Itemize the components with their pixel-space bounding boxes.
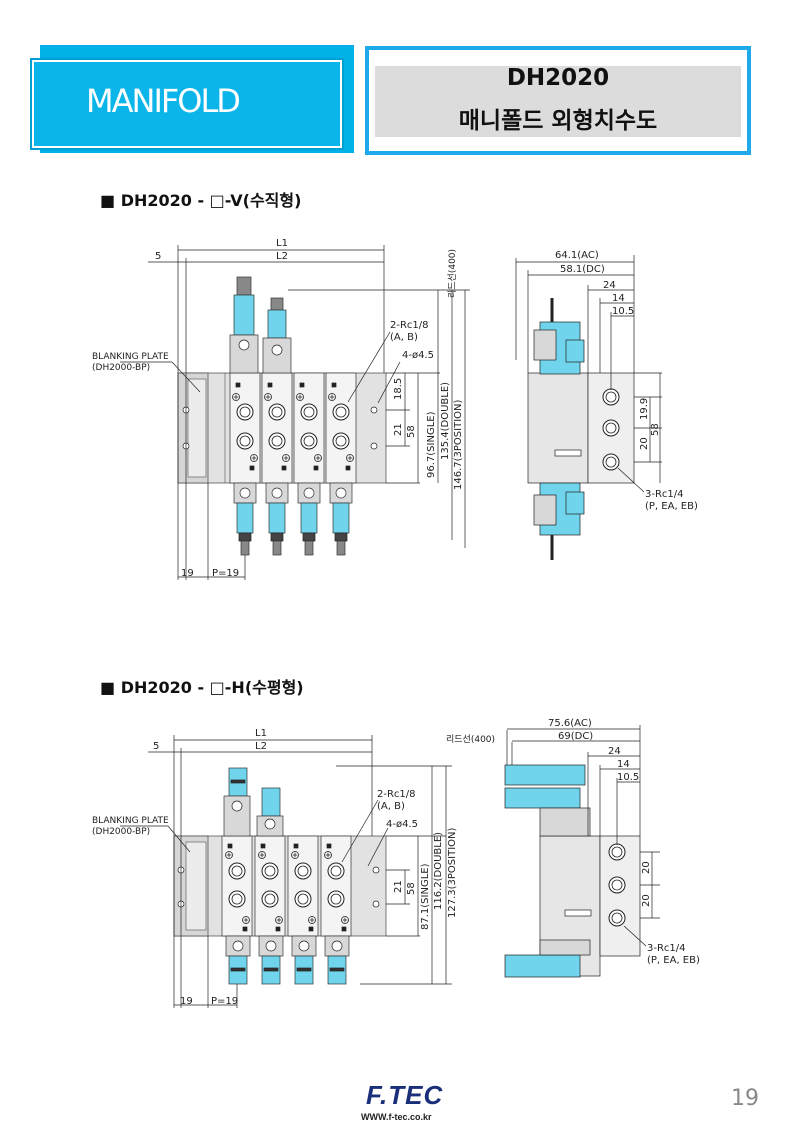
dim-24: 24 [608,746,621,757]
dim-dc: 58.1(DC) [560,264,605,275]
lead-wire-label: 리드선(400) [446,734,495,745]
dim-18-5: 18.5 [393,378,404,400]
blanking-label: BLANKING PLATE [92,352,169,362]
port-label-sub: (A, B) [390,332,418,343]
section-heading-vertical: ■ DH2020 - □-V(수직형) [100,191,302,210]
dim-20-b: 20 [641,894,652,907]
section-heading-horizontal: ■ DH2020 - □-H(수평형) [100,678,304,697]
horizontal-side-labels: 리드선(400) 75.6(AC) 69(DC) 24 14 10.5 20 2… [446,718,700,966]
dim-58: 58 [406,425,417,438]
dim-21: 21 [393,423,404,436]
blanking-code: (DH2000-BP) [92,363,150,373]
dim-20-a: 20 [641,861,652,874]
model-code: DH2020 [506,65,610,91]
vertical-front-view [120,245,470,580]
page-title: 매니폴드 외형치수도 [458,108,658,134]
dim-19: 19 [181,568,194,579]
dim-pitch: P=19 [212,568,239,579]
side-port-sub: (P, EA, EB) [645,501,698,512]
dim-19-9: 19.9 [639,398,650,420]
title-inner [375,66,741,137]
dim-l1: L1 [255,728,267,739]
vertical-side-view [515,255,662,560]
manifold-badge [32,60,342,148]
port-label-sub: (A, B) [377,801,405,812]
dim-3position: 146.7(3POSITION) [453,400,464,490]
dim-5: 5 [153,741,159,752]
dim-10-5: 10.5 [612,306,634,317]
side-port-sub: (P, EA, EB) [647,955,700,966]
blanking-label: BLANKING PLATE [92,816,169,826]
lead-wire-label: 리드선(400) [447,249,458,298]
dim-19: 19 [180,996,193,1007]
dim-5: 5 [155,251,161,262]
dim-14: 14 [617,759,630,770]
dim-double: 116.2(DOUBLE) [433,832,444,910]
manifold-badge-text: MANIFOLD [86,82,241,120]
dim-l1: L1 [276,238,288,249]
dim-58-side: 58 [650,423,661,436]
website-url: WWW.f-tec.co.kr [361,1112,432,1122]
dim-dc: 69(DC) [558,731,593,742]
port-label: 2-Rc1/8 [390,320,429,331]
hole-label: 4-ø4.5 [386,819,418,830]
dim-pitch: P=19 [211,996,238,1007]
page-number: 19 [731,1086,759,1111]
side-port-label: 3-Rc1/4 [647,943,686,954]
vertical-side-labels: 64.1(AC) 58.1(DC) 24 14 10.5 19.9 20 58 … [555,250,698,512]
dim-ac: 75.6(AC) [548,718,592,729]
horizontal-front-view [120,735,452,1008]
dim-24: 24 [603,280,616,291]
hole-label: 4-ø4.5 [402,350,434,361]
blanking-code: (DH2000-BP) [92,827,150,837]
dim-20: 20 [639,437,650,450]
dim-double: 135.4(DOUBLE) [440,382,451,460]
dim-l2: L2 [255,741,267,752]
title-box: DH2020 매니폴드 외형치수도 [365,46,751,155]
dim-21: 21 [393,880,404,893]
horizontal-side-view [504,725,660,978]
ftec-logo: F.TEC [366,1080,444,1110]
dim-single: 96.7(SINGLE) [426,411,437,478]
dim-single: 87.1(SINGLE) [420,863,431,930]
dim-58: 58 [406,882,417,895]
port-label: 2-Rc1/8 [377,789,416,800]
dim-14: 14 [612,293,625,304]
dim-3position: 127.3(3POSITION) [447,828,458,918]
side-port-label: 3-Rc1/4 [645,489,684,500]
dim-l2: L2 [276,251,288,262]
dim-10-5: 10.5 [617,772,639,783]
dim-ac: 64.1(AC) [555,250,599,261]
horizontal-front-labels: L1 L2 5 BLANKING PLATE (DH2000-BP) 2-Rc1… [92,728,458,1007]
vertical-front-labels: L1 L2 5 BLANKING PLATE (DH2000-BP) 2-Rc1… [92,238,464,579]
